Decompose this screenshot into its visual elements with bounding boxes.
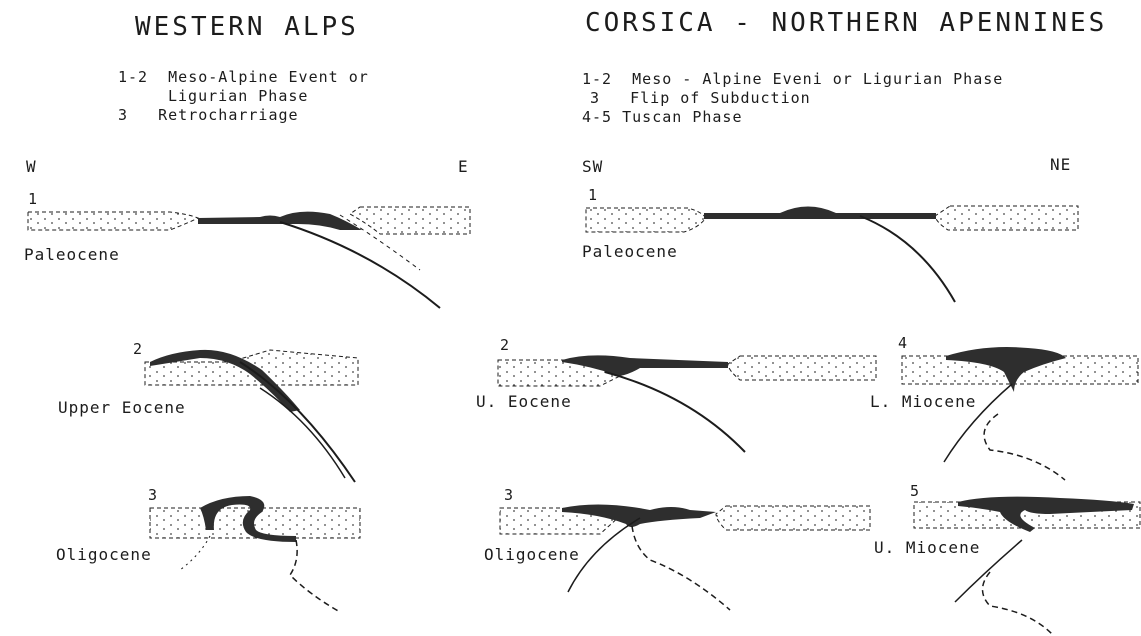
cna2-east-block bbox=[728, 356, 876, 380]
cna5-subduction-curve bbox=[955, 540, 1022, 602]
wa-section-3-diagram bbox=[150, 496, 360, 612]
cna1-ophiolite bbox=[704, 207, 936, 220]
cna-section-1-diagram bbox=[586, 206, 1078, 302]
cna4-dashed-fault bbox=[984, 414, 1065, 480]
wa3-dotted-fault bbox=[180, 536, 210, 570]
cna1-east-block bbox=[935, 206, 1078, 230]
wa3-dashed-fault bbox=[290, 540, 340, 612]
wa1-west-block bbox=[28, 212, 198, 230]
cna4-subduction-curve bbox=[944, 384, 1012, 462]
cna2-subduction-curve bbox=[605, 372, 745, 452]
wa1-east-block bbox=[350, 207, 470, 234]
cna-section-4-diagram bbox=[902, 347, 1138, 480]
cna5-dashed-fault bbox=[983, 572, 1053, 634]
wa1-subduction-curve bbox=[280, 222, 440, 308]
cna1-subduction-curve bbox=[860, 216, 955, 302]
cna3-east-block bbox=[716, 506, 870, 530]
cna-section-5-diagram bbox=[914, 497, 1140, 634]
cna1-west-block bbox=[586, 208, 706, 232]
wa2-subduction-curve-2 bbox=[260, 388, 345, 478]
cna-section-2-diagram bbox=[498, 355, 876, 452]
cna-section-3-diagram bbox=[500, 504, 870, 610]
wa-section-2-diagram bbox=[145, 350, 358, 482]
cna3-dashed-fault bbox=[632, 526, 730, 610]
wa-section-1-diagram bbox=[28, 207, 470, 308]
wa1-ophiolite bbox=[198, 212, 362, 230]
